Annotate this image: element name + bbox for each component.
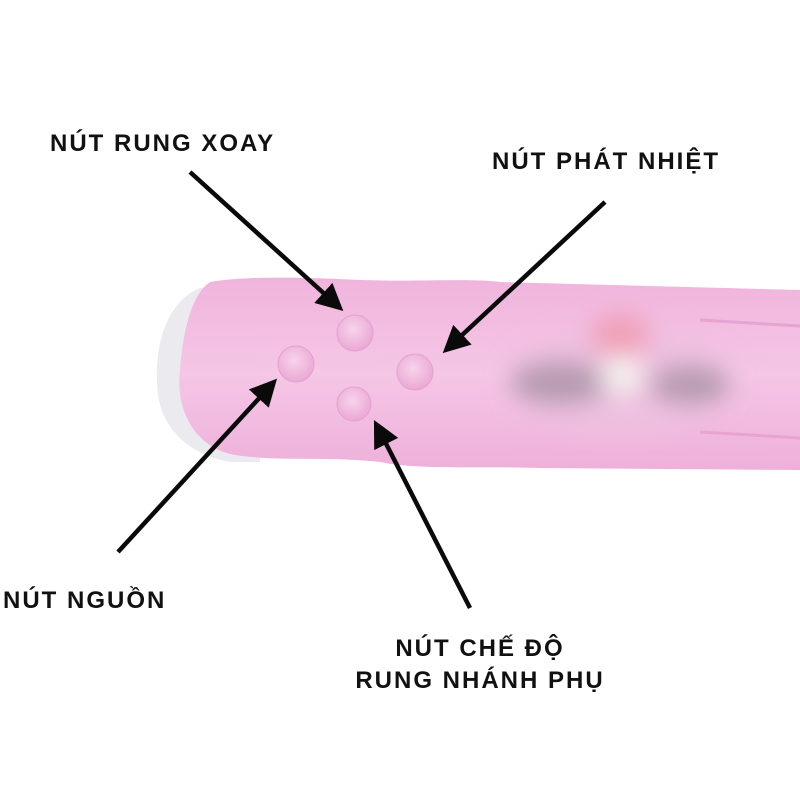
arrow-branch-mode [373,419,473,610]
label-power-button: NÚT NGUỒN [3,587,167,614]
blurred-logo [510,313,730,432]
arrow-heating [442,200,607,354]
button-power [277,345,315,383]
label-branch-mode-line1: NÚT CHẾ ĐỘ [395,635,565,662]
label-rotate-vibration-button: NÚT RUNG XOAY [50,130,276,157]
button-heating [396,353,434,391]
arrow-power [116,378,278,554]
arrows [116,170,607,610]
button-rotate-vibration [336,314,374,352]
label-branch-mode-line2: RUNG NHÁNH PHỤ [355,667,605,694]
label-branch-mode-button: NÚT CHẾ ĐỘ RUNG NHÁNH PHỤ [330,633,630,697]
arrow-rotate-vibration [188,170,344,312]
label-heating-button: NÚT PHÁT NHIỆT [492,148,720,175]
button-branch-mode [336,386,372,422]
